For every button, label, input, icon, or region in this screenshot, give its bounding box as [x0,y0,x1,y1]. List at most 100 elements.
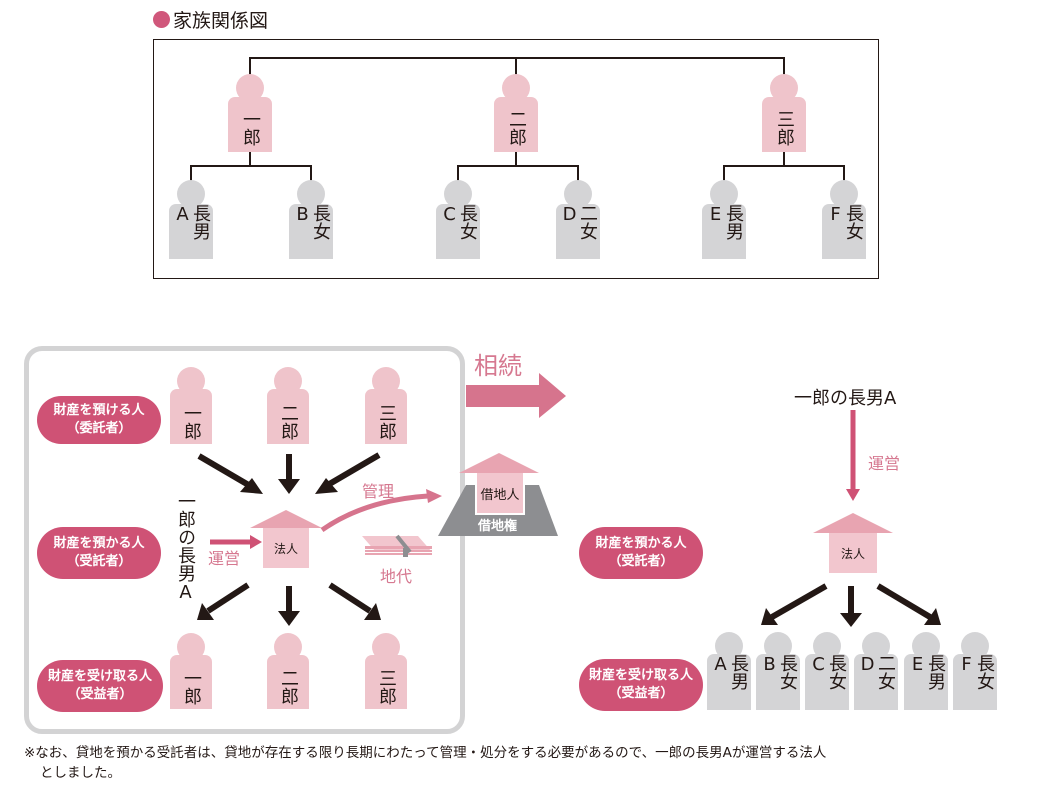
person-body: 三郎 [365,389,407,444]
tree-child: 長女F [822,180,866,259]
right-beneficiary-person: 長女C [805,632,849,710]
person-body: 二女D [854,654,898,710]
person-label: 長男A [710,654,749,690]
tree-parent-ichiro: 一郎 [228,74,272,152]
corp-label: 法人 [840,546,865,561]
person-body: 長女F [822,204,866,259]
tree-line [783,57,785,77]
role-line2: （受益者） [608,686,674,701]
tree-child: 長女C [436,180,480,259]
tree-parent-jiro: 二郎 [494,74,538,152]
person-label: 三郎 [774,110,795,146]
tree-child: 長男E [702,180,746,259]
person-body: 長女C [805,654,849,710]
right-role-pill-trustee: 財産を預かる人 （受託者） [579,527,703,579]
arrow-head-icon [364,603,381,620]
person-label: 二郎 [278,669,299,705]
arrow-head-icon [761,608,778,625]
role-line1: 財産を受け取る人 [47,669,152,684]
right-beneficiary-person: 長女B [756,632,800,710]
tree-line [515,57,517,77]
tenant-box: 借地人 [475,473,525,515]
manage-arrow [320,493,429,533]
tree-line [723,165,725,183]
tree-line [457,165,579,167]
right-beneficiary-person: 長男E [904,632,948,710]
manage-label: 管理 [362,482,395,501]
person-label: 長男E [907,654,946,690]
inheritance-arrow-icon [466,373,566,418]
role-line2: （委託者） [66,421,132,436]
settlor-person: 三郎 [365,367,407,444]
arrow-beneficiary-3 [328,582,372,614]
arrow-beneficiary-1 [206,582,250,614]
role-line2: （受託者） [66,554,132,569]
person-label: 一郎 [240,110,261,146]
person-body: 二女D [556,204,600,259]
person-body: 長男A [707,654,751,710]
role-pill-settlor: 財産を預ける人 （委託者） [37,396,161,444]
arrow-head-icon [278,479,300,494]
arrow-head-icon [426,489,442,503]
role-line2: （受益者） [67,687,133,702]
person-label: 二女D [857,654,896,690]
person-body: 長女F [953,654,997,710]
person-body: 長男E [702,204,746,259]
house-roof-icon [459,453,539,473]
role-line1: 財産を預ける人 [53,403,145,418]
person-label: 二女D [559,204,598,240]
person-body: 二郎 [267,389,309,444]
diagram-title: 家族関係図 [153,6,268,33]
right-beneficiary-arrows [770,583,932,620]
arrow-right-beneficiary-1 [770,583,828,620]
inheritance-label: 相続 [474,352,522,380]
tree-parent-saburo: 三郎 [762,74,806,152]
settlor-arrows [197,452,381,490]
leasehold-label: 借地権 [478,519,518,534]
tree-child: 長男A [169,180,213,259]
footnote: ※なお、貸地を預かる受託者は、貸地が存在する限り長期にわたって管理・処分をする必… [24,743,1020,783]
family-tree-frame [153,39,879,279]
role-line1: 財産を受け取る人 [588,668,693,683]
house-roof-icon [250,510,322,528]
role-line1: 財産を預かる人 [53,536,145,551]
person-label: 一郎 [181,669,202,705]
left-operator-label: 一郎の長男A [175,492,196,603]
tenant-label: 借地人 [480,487,520,503]
right-beneficiary-person: 長男A [707,632,751,710]
role-line1: 財産を預かる人 [595,536,687,551]
right-beneficiary-person: 二女D [854,632,898,710]
tree-line [515,150,517,166]
beneficiary-person: 一郎 [170,633,212,709]
arrow-head-icon [197,603,214,620]
beneficiary-person: 三郎 [365,633,407,709]
person-label: 長男E [705,204,744,240]
arrow-head-icon [250,535,262,549]
left-operate-label: 運営 [208,549,241,568]
corp-box: 法人 [263,528,309,568]
person-label: 長女F [956,654,995,690]
arrow-head-icon [924,608,941,625]
tree-line [249,150,251,166]
settlor-person: 二郎 [267,367,309,444]
person-body: 三郎 [762,97,806,152]
tenant-house: 借地人 [459,453,539,515]
person-head-icon [830,180,858,208]
tree-child: 長女B [289,180,333,259]
tree-line [190,165,312,167]
house-roof-icon [813,513,893,533]
person-head-icon [297,180,325,208]
person-label: 三郎 [376,404,397,440]
role-line2: （受託者） [608,554,674,569]
arrow-head-icon [846,489,860,501]
arrow-head-icon [278,611,300,626]
person-label: 二郎 [506,110,527,146]
corp-box: 法人 [829,533,877,573]
settlor-person: 一郎 [170,367,212,444]
arrow-head-icon [840,613,862,627]
person-body: 一郎 [170,389,212,444]
right-operator-label: 一郎の長男A [794,388,897,409]
money-stack-icon [362,534,432,557]
person-head-icon [710,180,738,208]
